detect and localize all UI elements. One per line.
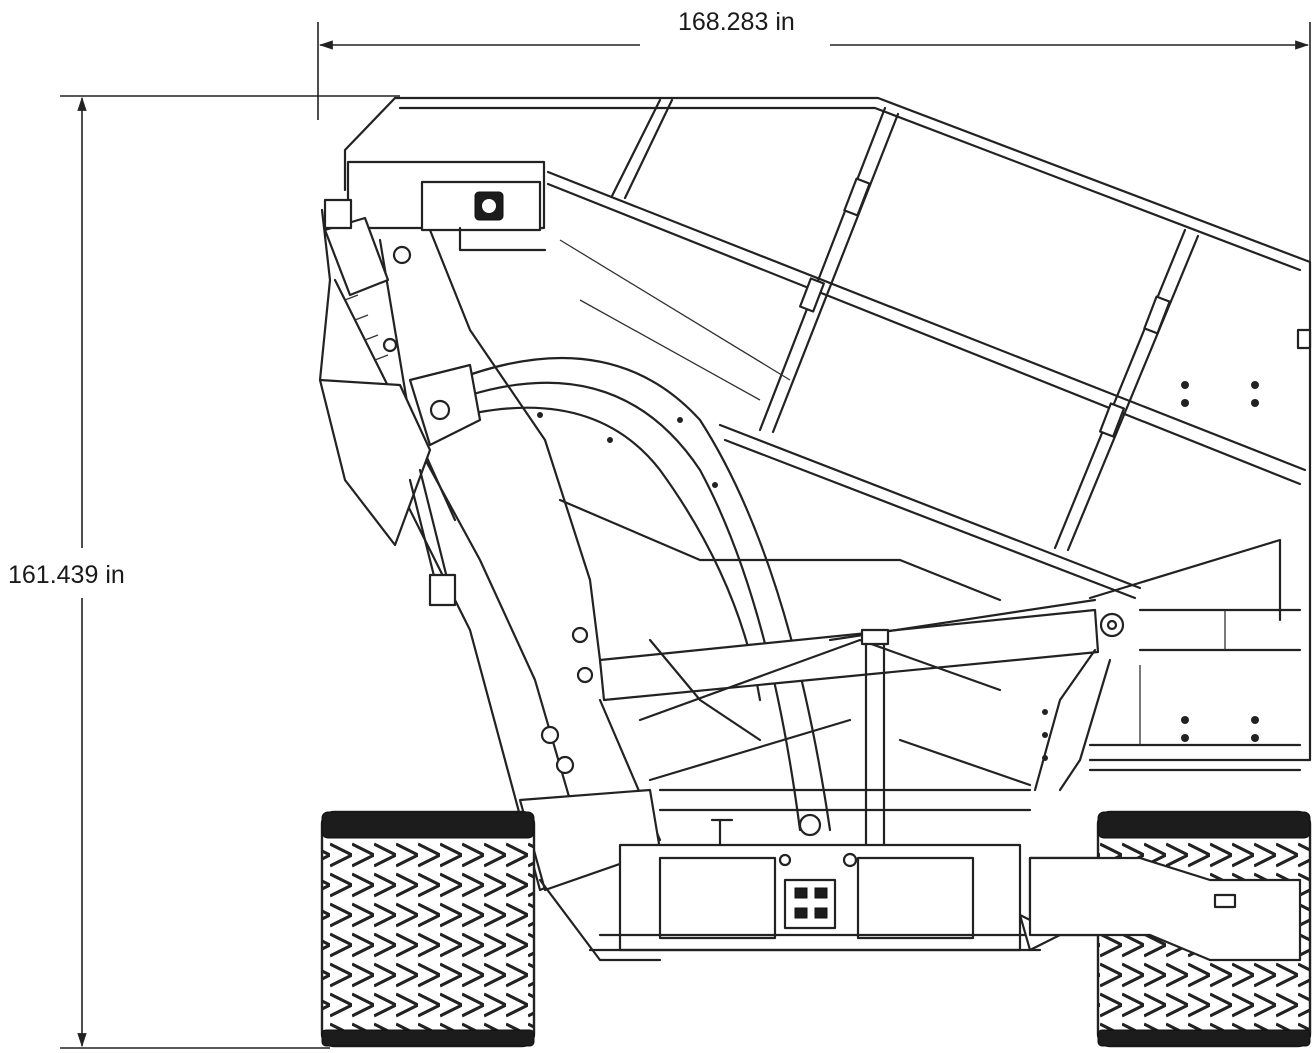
- grain-tank: [343, 96, 1312, 772]
- rear-tire: [1028, 810, 1312, 1048]
- height-dimension: [60, 95, 400, 1049]
- overall-width-label: 168.283 in: [672, 10, 801, 35]
- chassis-frame: [558, 498, 1125, 862]
- overall-height-label: 161.439 in: [6, 559, 127, 592]
- axle-assembly: [588, 818, 1042, 952]
- pivot-arm: [408, 356, 832, 837]
- front-tire: [320, 810, 536, 1048]
